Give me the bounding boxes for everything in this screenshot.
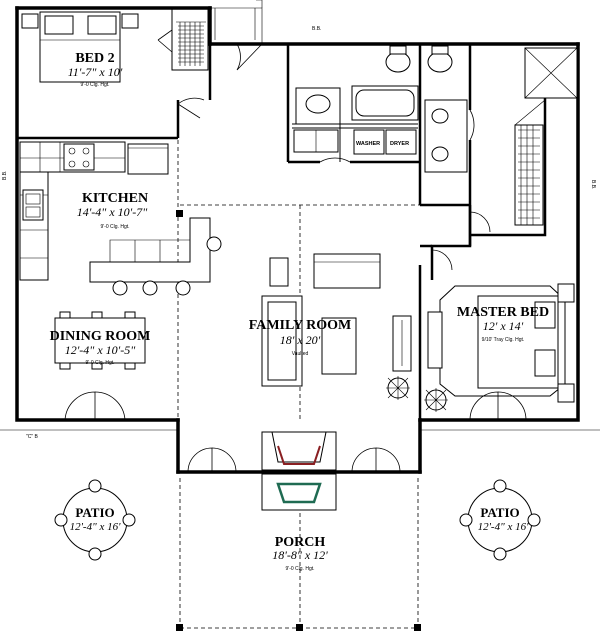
master-bed-furniture [427, 283, 575, 421]
dining-furniture [54, 311, 146, 421]
room-name: MASTER BED [457, 305, 549, 320]
label-family: FAMILY ROOM 18' x 20' Vaulted [249, 318, 352, 357]
room-note: 9'-0 Clg. Hgt. [100, 224, 129, 230]
room-dims: 11'-7" x 10' [68, 65, 123, 79]
interior-walls [17, 44, 547, 420]
marker-bottom-left: "C" B [26, 434, 39, 440]
room-note: 9'-0 Clg. Hgt. [285, 566, 314, 572]
room-name: PATIO [480, 505, 519, 520]
label-master: MASTER BED 12' x 14' 9/10' Tray Clg. Hgt… [457, 305, 549, 343]
master-closet-shelves [431, 99, 546, 271]
closet-box-topleft [171, 0, 263, 71]
kitchen-counters [19, 141, 222, 296]
room-dims: 12'-4" x 16' [478, 521, 530, 533]
room-dims: 12'-4" x 10'-5" [65, 343, 136, 357]
porch-posts [176, 210, 421, 631]
label-patio-right: PATIO 12'-4" x 16' [478, 505, 530, 533]
room-dims: 18'-8" x 12' [272, 548, 328, 562]
room-name: BED 2 [75, 51, 114, 66]
marker-left: B.B. [2, 171, 8, 180]
bath-fixtures [236, 43, 578, 173]
label-porch: PORCH 18'-8" x 12' 9'-0 Clg. Hgt. [272, 535, 328, 572]
marker-top: B.B. [312, 26, 321, 32]
label-bed2: BED 2 11'-7" x 10' 9'-0 Clg. Hgt. [68, 51, 123, 88]
marker-right: B.B. [590, 180, 596, 189]
plant-icon [424, 388, 448, 412]
fireplace [261, 431, 337, 511]
room-dims: 18' x 20' [280, 333, 321, 347]
dryer-label: DRYER [390, 141, 409, 147]
label-patio-left: PATIO 12'-4" x 16' [70, 505, 122, 533]
room-note: 9'-0 Clg. Hgt. [85, 360, 114, 366]
room-name: PATIO [75, 505, 114, 520]
exterior-walls [15, 6, 580, 474]
label-kitchen: KITCHEN 14'-4" x 10'-7" 9'-0 Clg. Hgt. [77, 191, 148, 230]
room-name: FAMILY ROOM [249, 318, 352, 333]
room-name: DINING ROOM [50, 329, 151, 344]
room-name: PORCH [275, 535, 326, 550]
room-dims: 12'-4" x 16' [70, 521, 122, 533]
room-note: Vaulted [292, 351, 309, 357]
family-furniture [187, 253, 448, 473]
room-name: KITCHEN [82, 191, 148, 206]
room-dims: 12' x 14' [483, 319, 524, 333]
label-dining: DINING ROOM 12'-4" x 10'-5" 9'-0 Clg. Hg… [50, 329, 151, 366]
plant-icon [386, 376, 410, 400]
patio-left-furniture [54, 479, 136, 561]
bed2-closet-shelves [176, 21, 206, 66]
room-note: 9/10' Tray Clg. Hgt. [482, 337, 525, 343]
patio-right-furniture [459, 479, 541, 561]
room-dims: 14'-4" x 10'-7" [77, 205, 148, 219]
washer-label: WASHER [356, 141, 380, 147]
room-note: 9'-0 Clg. Hgt. [80, 82, 109, 88]
bed2-furniture [21, 11, 205, 119]
